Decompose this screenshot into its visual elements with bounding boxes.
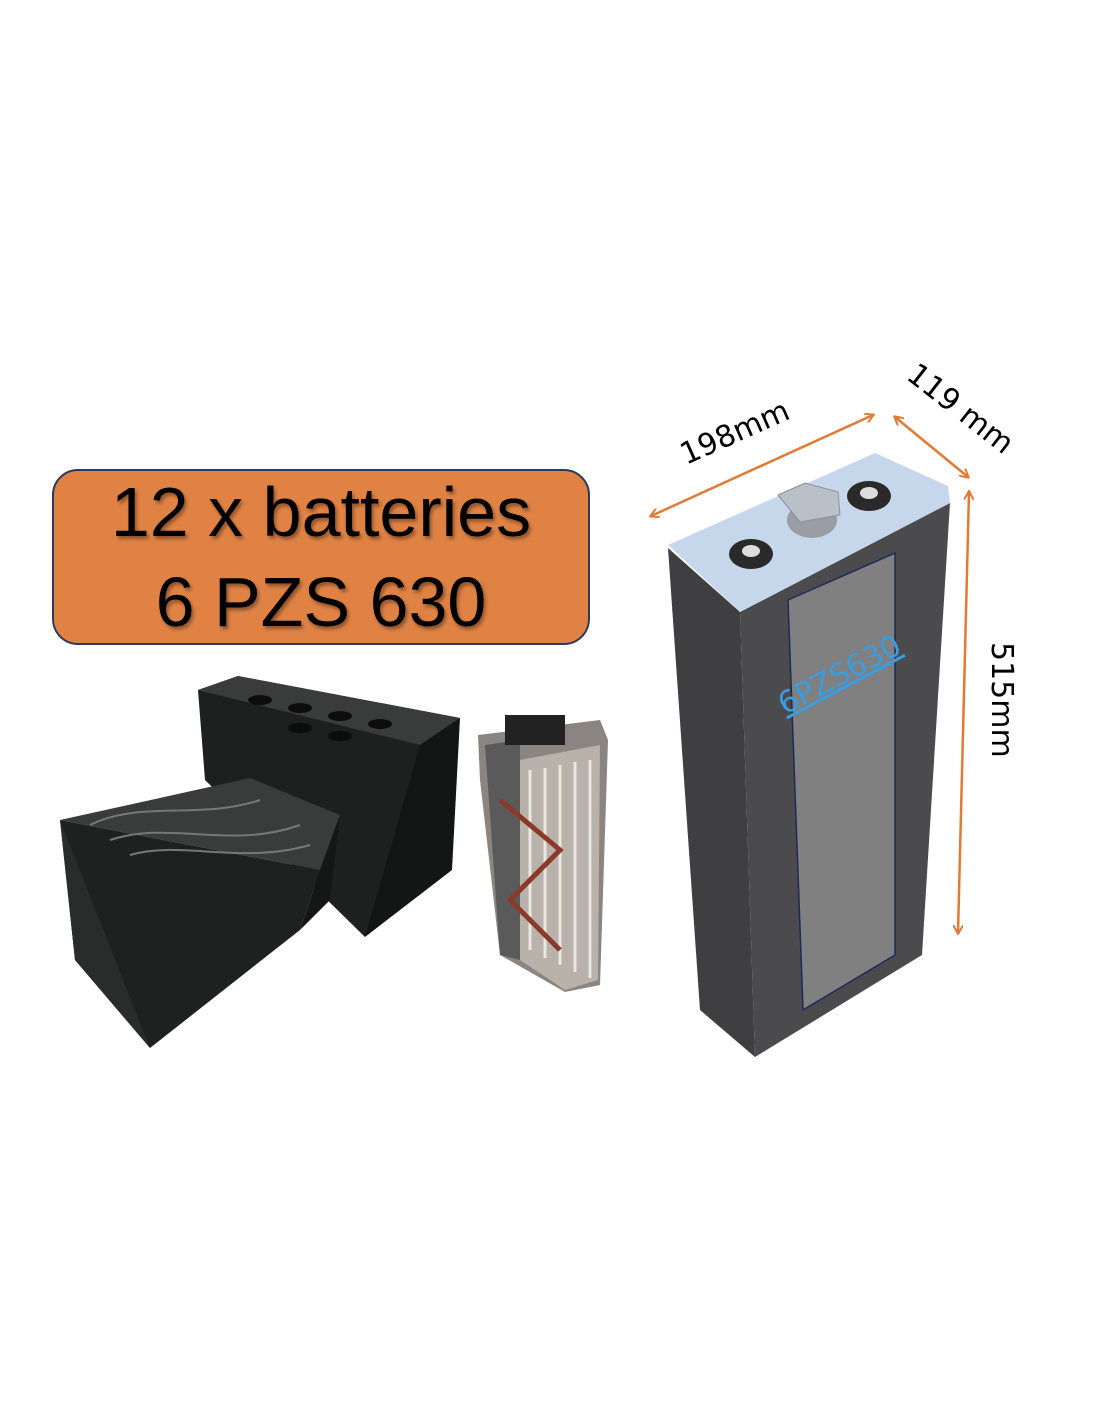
cell-cutaway-photo <box>478 715 608 992</box>
terminal-icon <box>847 481 891 511</box>
battery-tray-photo-front <box>60 778 340 1048</box>
battery-count-badge: 12 x batteries 6 PZS 630 <box>52 469 590 645</box>
width-dimension-label: 198mm <box>675 393 795 472</box>
terminal-icon <box>729 539 773 569</box>
battery-tray-photo-back <box>198 676 460 937</box>
width-arrow <box>651 415 873 516</box>
badge-line-quantity: 12 x batteries <box>110 473 532 551</box>
badge-line-model: 6 PZS 630 <box>155 563 487 641</box>
height-arrow <box>958 492 969 933</box>
cell-side-face <box>668 548 755 1057</box>
depth-dimension-label: 119 mm <box>900 357 1020 462</box>
depth-arrow <box>895 417 968 477</box>
height-dimension-label: 515mm <box>984 642 1019 758</box>
cell-dimension-diagram: 6PZS630 198mm 119 mm 515mm <box>651 357 1020 1057</box>
cell-label-panel <box>787 551 896 1012</box>
